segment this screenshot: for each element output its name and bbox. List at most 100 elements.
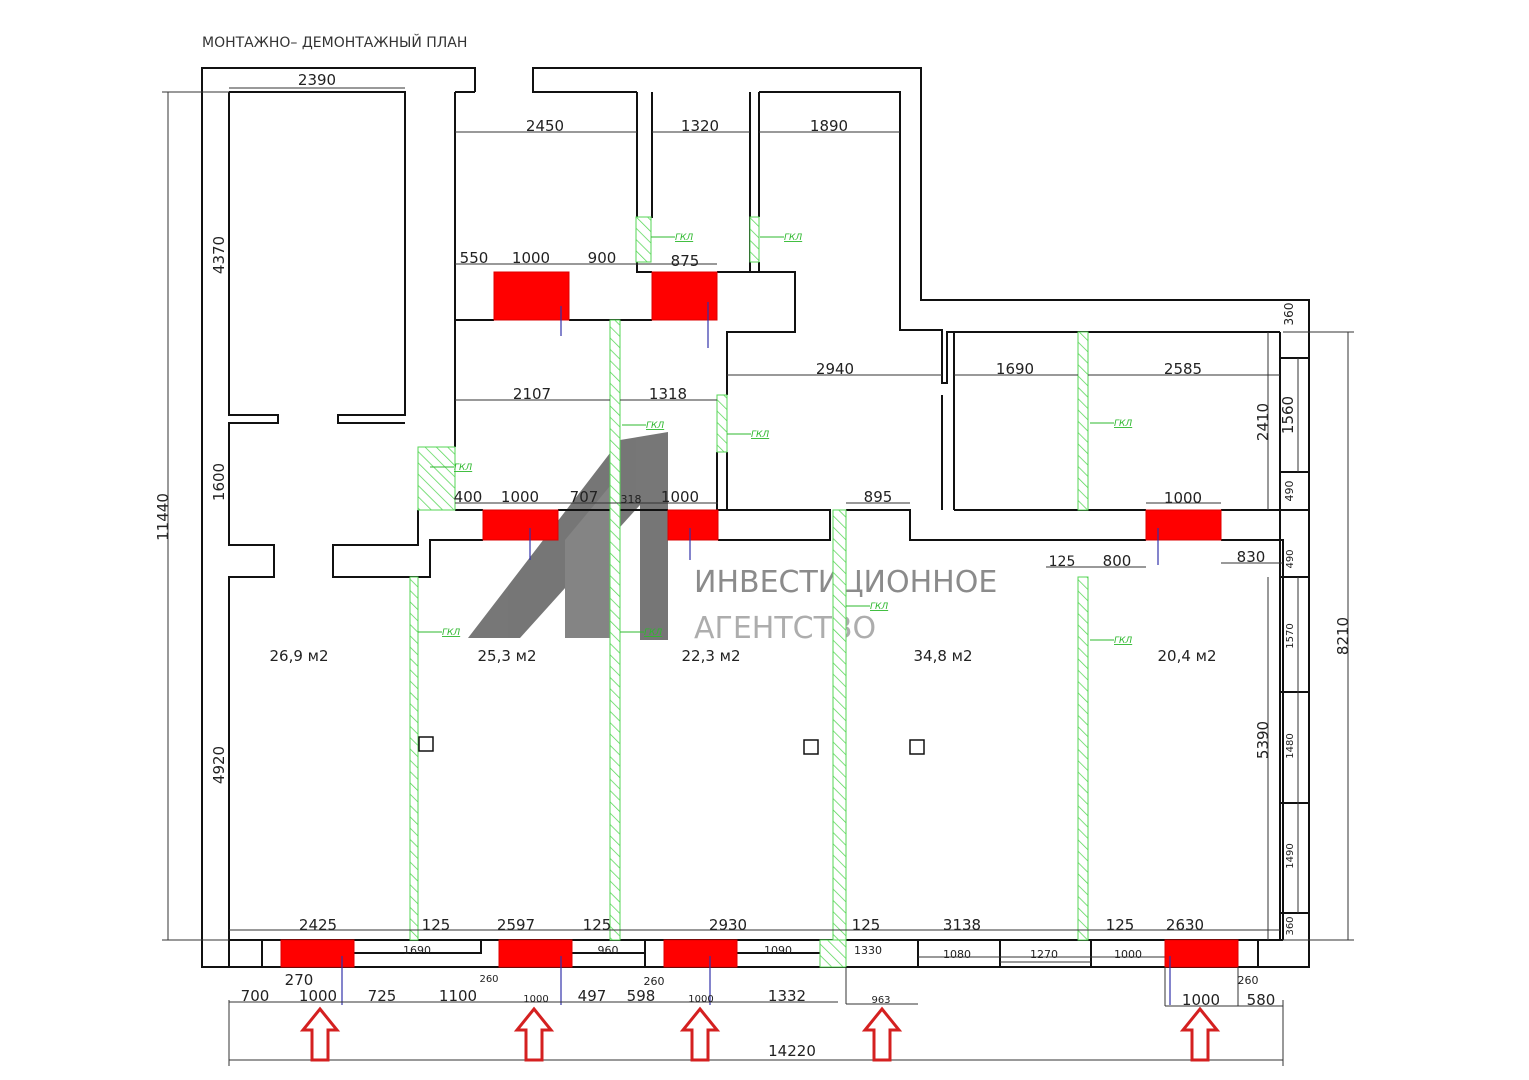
gkl-label: ГКЛ bbox=[1114, 636, 1132, 646]
dimension-label: 725 bbox=[368, 987, 397, 1005]
dimension-label: 2630 bbox=[1166, 916, 1204, 934]
plan-title: МОНТАЖНО– ДЕМОНТАЖНЫЙ ПЛАН bbox=[202, 33, 467, 51]
dimension-label: 1690 bbox=[403, 944, 431, 957]
dimension-label: 1332 bbox=[768, 987, 806, 1005]
door-opening bbox=[663, 939, 738, 968]
dimension-label: 1318 bbox=[649, 385, 687, 403]
dimension-lines bbox=[162, 87, 1354, 1066]
dimension-label: 360 bbox=[1282, 303, 1296, 326]
dimension-label: 700 bbox=[241, 987, 270, 1005]
entrance-arrow-icon bbox=[1179, 1006, 1221, 1062]
dimension-label: 1000 bbox=[1114, 948, 1142, 961]
gkl-label: ГКЛ bbox=[675, 233, 693, 243]
dimension-label: 1890 bbox=[810, 117, 848, 135]
dimension-label: 800 bbox=[1103, 552, 1132, 570]
entrance-arrow-icon bbox=[679, 1006, 721, 1062]
dimension-label: 400 bbox=[454, 488, 483, 506]
dimension-label: 125 bbox=[1049, 554, 1076, 570]
dimension-label: 895 bbox=[864, 488, 893, 506]
dimension-label: 2410 bbox=[1254, 403, 1272, 441]
dimension-label: 1480 bbox=[1285, 733, 1296, 758]
dimension-label: 550 bbox=[460, 249, 489, 267]
dimension-label: 1000 bbox=[688, 994, 713, 1005]
dimension-label: 900 bbox=[588, 249, 617, 267]
dimension-label: 875 bbox=[671, 252, 700, 270]
dimension-label: 1320 bbox=[681, 117, 719, 135]
dimension-label: 580 bbox=[1247, 991, 1276, 1009]
dimension-label: 1330 bbox=[854, 944, 882, 957]
dimension-label: 260 bbox=[644, 975, 665, 988]
room-area-1: 26,9 м2 bbox=[269, 647, 328, 665]
dimension-label: 14220 bbox=[768, 1042, 816, 1060]
dimension-label: 2450 bbox=[526, 117, 564, 135]
dimension-label: 4920 bbox=[210, 746, 228, 784]
dimension-label: 5390 bbox=[1254, 721, 1272, 759]
dimension-label: 1000 bbox=[661, 488, 699, 506]
door-opening bbox=[1145, 509, 1222, 541]
gkl-label: ГКЛ bbox=[442, 628, 460, 638]
dimension-label: 490 bbox=[1285, 549, 1296, 568]
dimension-label: 1560 bbox=[1279, 396, 1297, 434]
columns bbox=[418, 736, 925, 755]
gkl-label: ГКЛ bbox=[784, 233, 802, 243]
dimension-label: 1000 bbox=[299, 987, 337, 1005]
dimension-label: 3138 bbox=[943, 916, 981, 934]
room-area-2: 25,3 м2 bbox=[477, 647, 536, 665]
dimension-label: 1080 bbox=[943, 948, 971, 961]
dimension-label: 830 bbox=[1237, 548, 1266, 566]
dimension-label: 360 bbox=[1285, 916, 1296, 935]
entrance-arrow-icon bbox=[861, 1006, 903, 1062]
dimension-label: 1000 bbox=[512, 249, 550, 267]
dimension-label: 1270 bbox=[1030, 948, 1058, 961]
gkl-label: ГКЛ bbox=[870, 602, 888, 612]
dimension-label: 2597 bbox=[497, 916, 535, 934]
gkl-label: ГКЛ bbox=[454, 463, 472, 473]
gkl-label: ГКЛ bbox=[646, 421, 664, 431]
dimension-label: 1000 bbox=[1182, 991, 1220, 1009]
entrance-arrow-icon bbox=[299, 1006, 341, 1062]
dimension-label: 1490 bbox=[1285, 843, 1296, 868]
new-door-openings bbox=[280, 271, 1239, 1005]
dimension-label: 2390 bbox=[298, 71, 336, 89]
gkl-label: ГКЛ bbox=[1114, 419, 1132, 429]
dimension-label: 2585 bbox=[1164, 360, 1202, 378]
dimension-label: 125 bbox=[422, 916, 451, 934]
dimension-label: 1000 bbox=[501, 488, 539, 506]
dimension-label: 2425 bbox=[299, 916, 337, 934]
gkl-partitions bbox=[409, 216, 1089, 968]
dimension-label: 598 bbox=[627, 987, 656, 1005]
gkl-label: ГКЛ bbox=[644, 628, 662, 638]
dimension-label: 1090 bbox=[764, 944, 792, 957]
dimension-label: 11440 bbox=[154, 493, 172, 541]
dimension-label: 125 bbox=[1106, 916, 1135, 934]
door-opening bbox=[280, 939, 355, 968]
entrance-arrows bbox=[299, 1006, 1221, 1062]
dimension-label: 260 bbox=[1238, 974, 1259, 987]
dimension-label: 1000 bbox=[1164, 489, 1202, 507]
dimension-label: 2107 bbox=[513, 385, 551, 403]
door-opening bbox=[482, 509, 559, 541]
dimension-label: 497 bbox=[578, 987, 607, 1005]
dimension-label: 2930 bbox=[709, 916, 747, 934]
room-area-3: 22,3 м2 bbox=[681, 647, 740, 665]
door-opening bbox=[651, 271, 718, 321]
walls bbox=[201, 67, 1310, 968]
door-opening bbox=[498, 939, 573, 968]
door-opening bbox=[493, 271, 570, 321]
dimension-label: 1570 bbox=[1285, 623, 1296, 648]
dimension-label: 270 bbox=[285, 971, 314, 989]
dimension-label: 963 bbox=[871, 995, 890, 1006]
dimension-label: 1100 bbox=[439, 987, 477, 1005]
gkl-label: ГКЛ bbox=[751, 430, 769, 440]
room-area-5: 20,4 м2 bbox=[1157, 647, 1216, 665]
dimension-label: 1600 bbox=[210, 463, 228, 501]
dimension-label: 1690 bbox=[996, 360, 1034, 378]
dimension-label: 125 bbox=[852, 916, 881, 934]
dimension-label: 4370 bbox=[210, 236, 228, 274]
dimension-label: 960 bbox=[598, 944, 619, 957]
door-opening bbox=[667, 509, 719, 541]
dimension-label: 260 bbox=[479, 974, 498, 985]
dimension-label: 1000 bbox=[523, 994, 548, 1005]
dimension-label: 318 bbox=[621, 493, 642, 506]
